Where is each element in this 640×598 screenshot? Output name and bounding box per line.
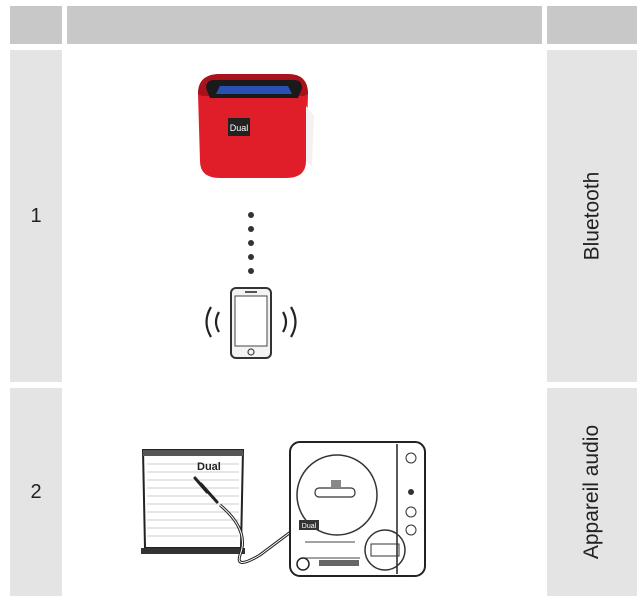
row-2-number-cell: 2 [10,388,62,596]
row-1-number: 1 [30,204,42,227]
row-1-label: Bluetooth [580,171,603,261]
row-1-label-cell: Bluetooth [547,50,637,382]
row-2-label: Appareil audio [580,424,604,560]
header-cell-connection [547,6,637,44]
row-1-number-cell: 1 [10,50,62,382]
cd-player-logo: Dual [302,523,317,530]
bluetooth-dots [248,212,254,274]
speaker-icon: Dual [141,449,245,554]
header-cell-illustration [67,6,542,44]
row-2-number: 2 [30,480,42,503]
header-cell-number [10,6,62,44]
row-2-label-cell: Appareil audio [547,388,637,596]
speaker-logo: Dual [230,123,249,133]
audio-cable [219,503,301,564]
cd-player-icon: Dual [289,441,426,577]
speaker-logo: Dual [197,461,221,473]
smartphone-icon [205,287,297,359]
speaker-icon: Dual [198,74,314,178]
